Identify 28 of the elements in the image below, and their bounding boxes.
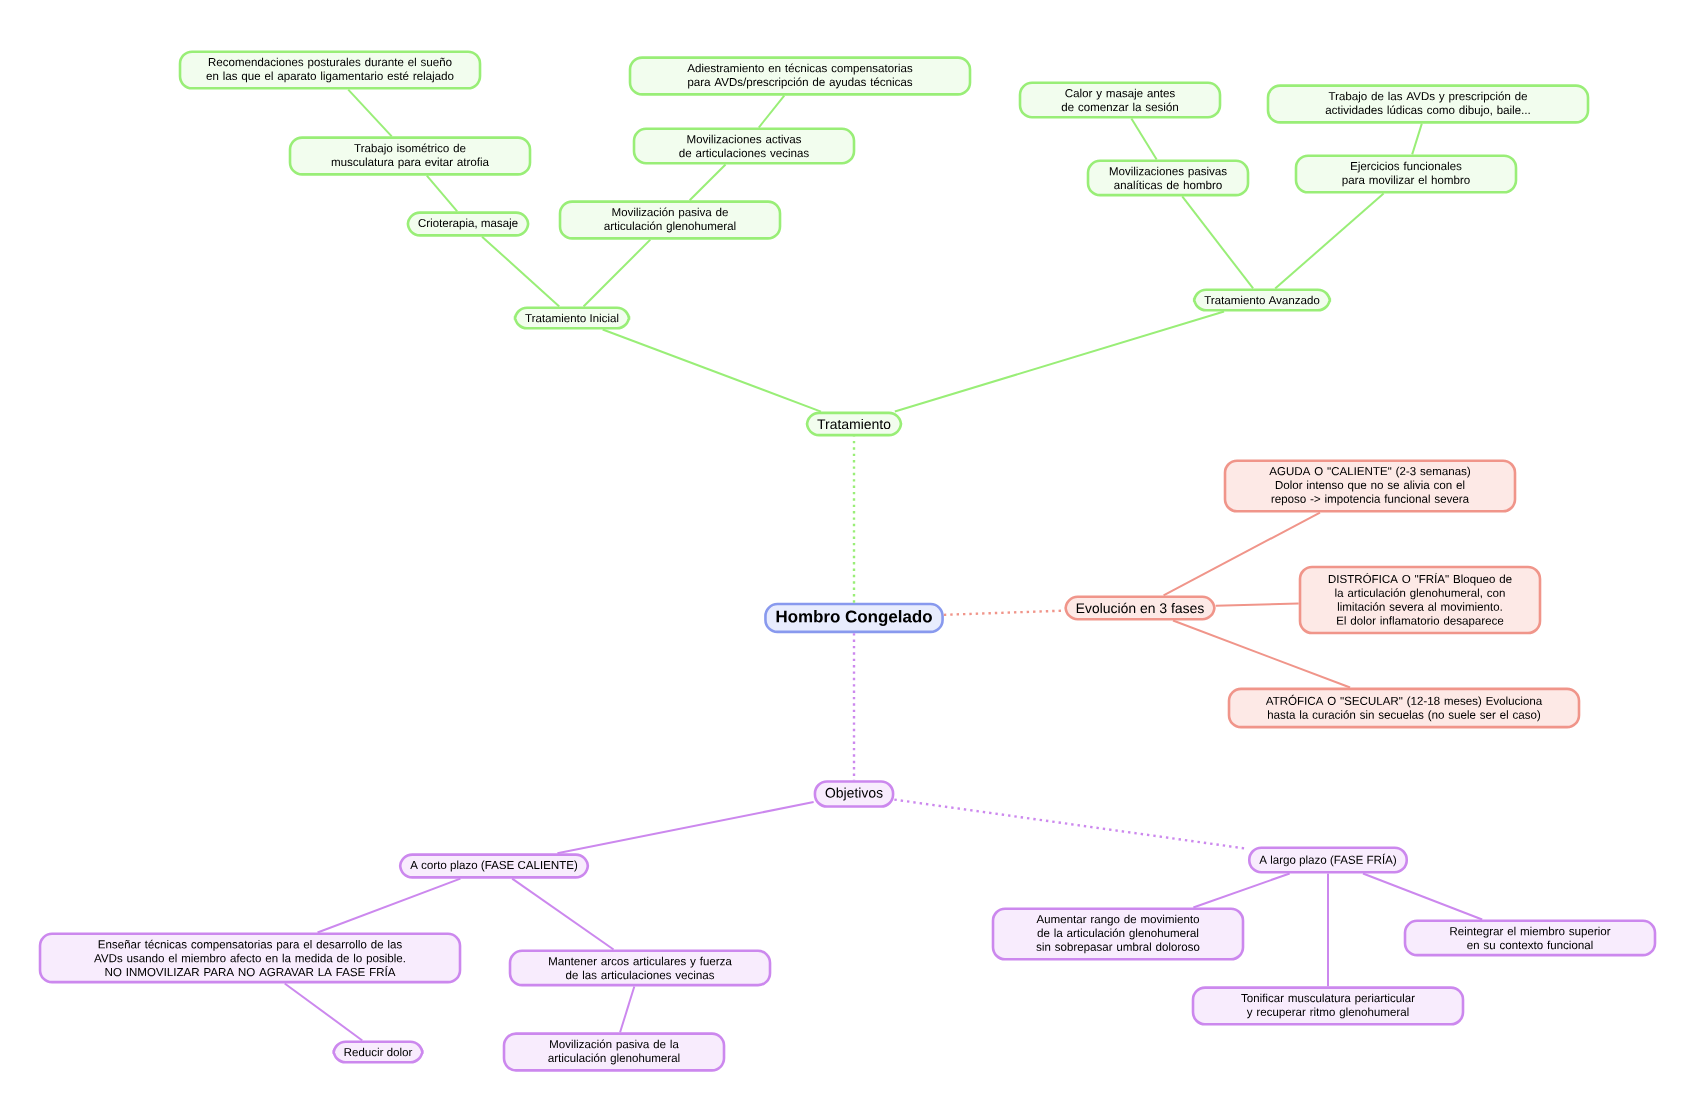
connector-line (556, 801, 815, 855)
connector-line (582, 238, 652, 308)
connector-line (316, 877, 462, 934)
connector-line (893, 310, 1226, 413)
connector-line (425, 174, 459, 213)
connector-line (1327, 872, 1329, 988)
topic-box: Hombro Congelado (764, 602, 944, 634)
connector-line (481, 235, 561, 308)
connector-line (283, 982, 364, 1042)
connector-line (1214, 602, 1300, 607)
connector-line (943, 609, 1065, 617)
connector-line (1130, 117, 1158, 161)
connector-line (1192, 872, 1291, 909)
connector-line (1411, 122, 1423, 156)
connector-line (688, 163, 727, 202)
connector-line (852, 633, 856, 781)
connector-line (757, 94, 786, 129)
connector-line (347, 88, 393, 138)
connector-line (601, 328, 822, 413)
connector-line (1274, 192, 1385, 290)
connector-line (1172, 619, 1352, 689)
connector-line (511, 877, 615, 951)
connector-line (894, 798, 1249, 851)
connector-line (1162, 511, 1321, 597)
connector-line (852, 436, 856, 603)
connector-line (619, 985, 636, 1034)
connector-line (1361, 872, 1484, 921)
connector-line (1181, 195, 1255, 290)
